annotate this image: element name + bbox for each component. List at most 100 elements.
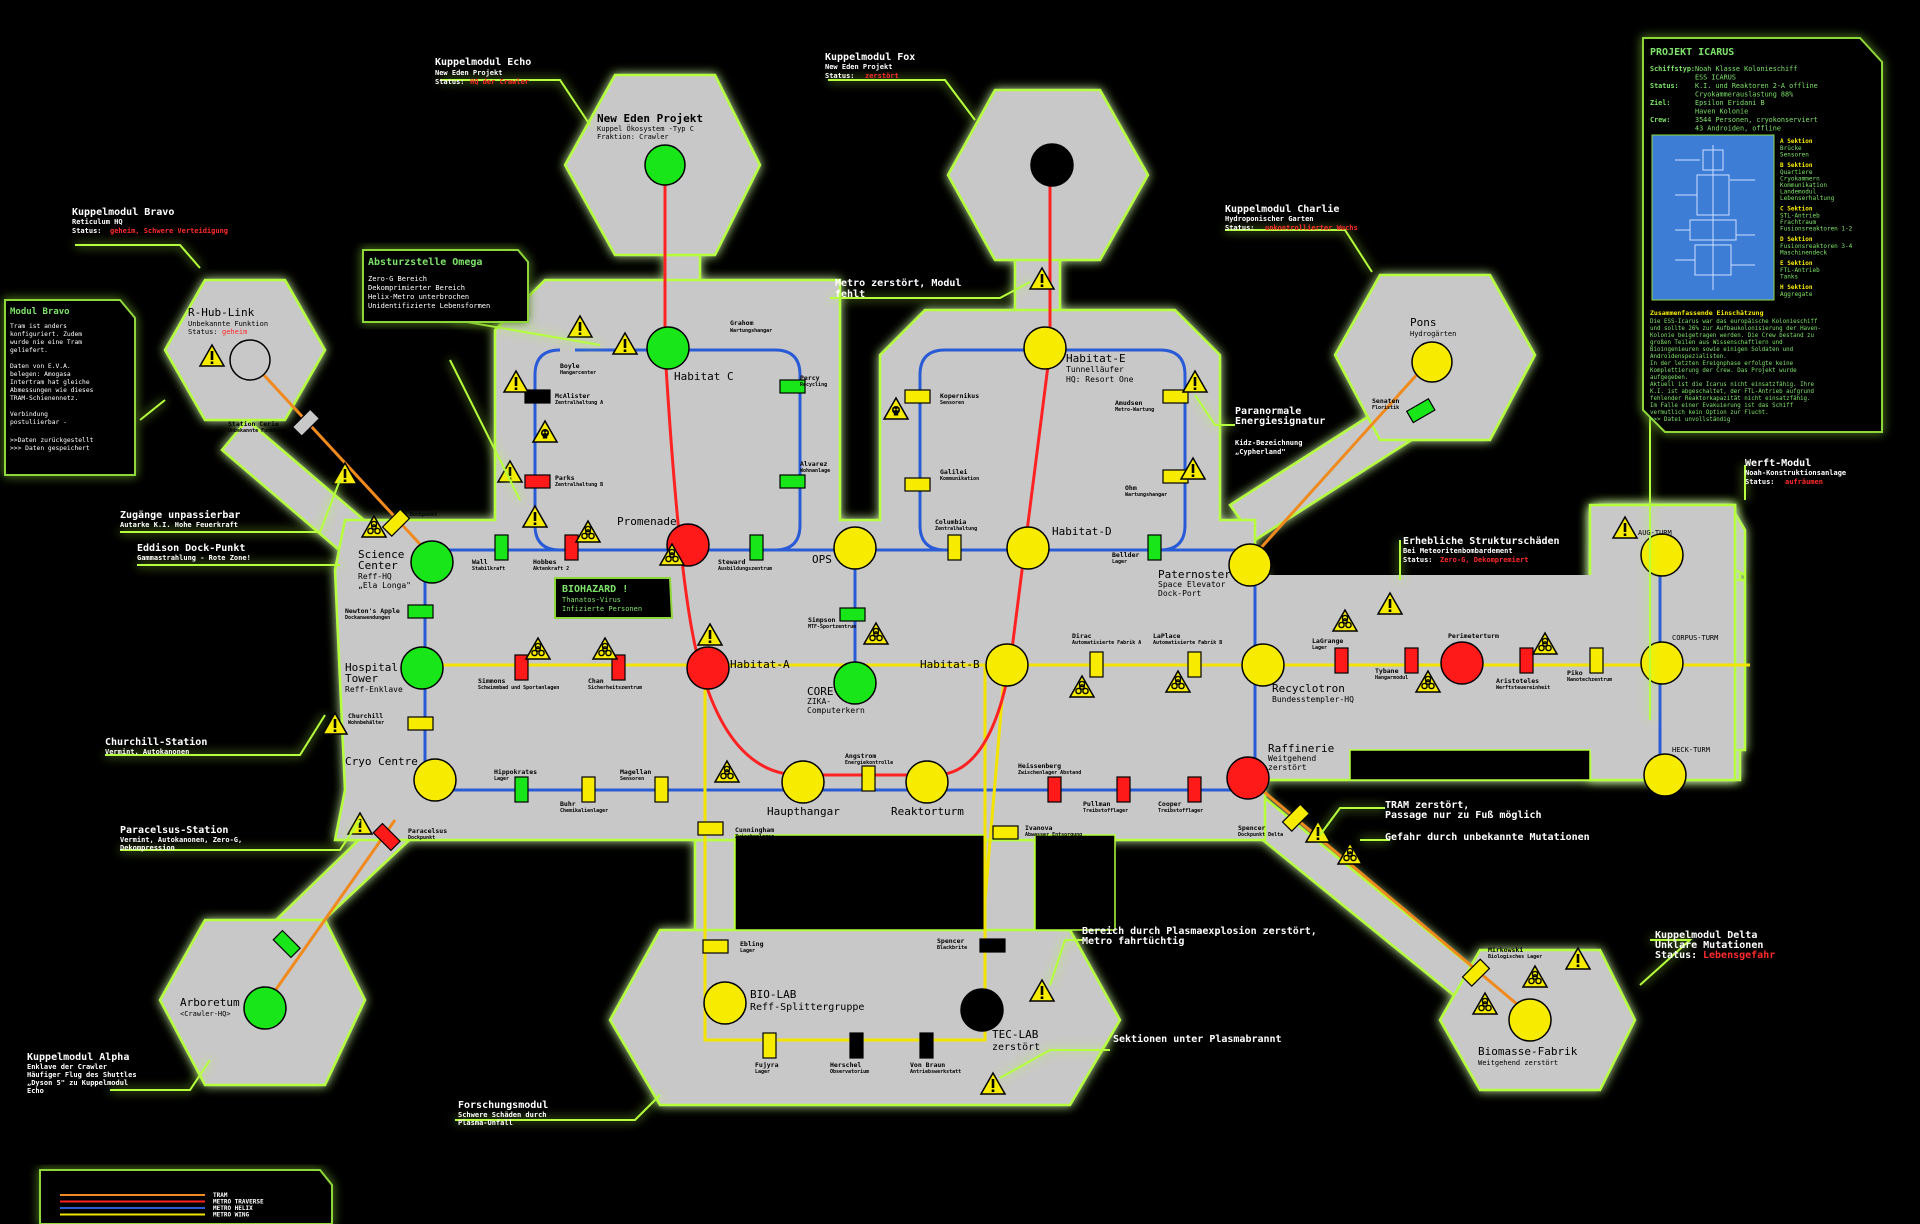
svg-text:Treibstofflager: Treibstofflager xyxy=(1083,808,1128,814)
svg-text:Status:: Status: xyxy=(72,227,102,235)
svg-text:Reticulum HQ: Reticulum HQ xyxy=(72,218,123,226)
callout-struktur-title: Erhebliche Strukturschäden xyxy=(1403,535,1560,547)
panel-omega: Absturzstelle Omega Zero-G Bereich Dekom… xyxy=(362,249,529,323)
dome-echo-title: New Eden Projekt xyxy=(597,112,703,125)
svg-text:Piko: Piko xyxy=(1567,669,1583,677)
label-science: Science xyxy=(358,548,404,561)
svg-text:Vermint, Autokanonen: Vermint, Autokanonen xyxy=(105,748,189,756)
svg-text:Dirac: Dirac xyxy=(1072,632,1092,640)
svg-text:Senaten: Senaten xyxy=(1372,397,1399,405)
svg-text:Tybane: Tybane xyxy=(1375,667,1399,675)
svg-text:MTF-Sportzentrum: MTF-Sportzentrum xyxy=(808,624,856,630)
icarus-section-name: C Sektion xyxy=(1780,206,1813,213)
svg-text:Aristoteles: Aristoteles xyxy=(1496,677,1539,685)
svg-text:Wartungshangar: Wartungshangar xyxy=(730,328,772,334)
callout-gefahr: Gefahr durch unbekannte Mutationen xyxy=(1385,831,1590,843)
svg-text:Zentralhaltung B: Zentralhaltung B xyxy=(555,482,603,488)
icarus-row-value: Noah Klasse Kolonieschiff xyxy=(1695,65,1797,73)
svg-text:Alvarez: Alvarez xyxy=(800,460,827,468)
svg-text:Antriebswerkstatt: Antriebswerkstatt xyxy=(910,1069,961,1075)
svg-text:Station Cerie: Station Cerie xyxy=(228,420,279,428)
svg-text:Heissenberg: Heissenberg xyxy=(1018,762,1061,770)
svg-text:Kopernikus: Kopernikus xyxy=(940,392,979,400)
callout-lines xyxy=(75,79,1746,1121)
svg-text:Schwimmbad und Sportanlagen: Schwimmbad und Sportanlagen xyxy=(478,685,559,691)
svg-text:Perimeterturm: Perimeterturm xyxy=(1448,632,1499,640)
icarus-summary-line: Bioingenieuren sowie einigen Soldaten un… xyxy=(1650,347,1793,353)
svg-text:„Ela Longa": „Ela Longa" xyxy=(358,581,411,590)
svg-text:Mirkowski: Mirkowski xyxy=(1488,946,1523,954)
callout-forschung-title: Forschungsmodul xyxy=(458,1100,548,1111)
svg-text:LaGrange: LaGrange xyxy=(1312,637,1343,645)
svg-text:Status:: Status: xyxy=(1655,950,1697,961)
callout-tram: TRAM zerstört, xyxy=(1385,800,1469,811)
panel-icarus: PROJEKT ICARUS Schiffstyp:Noah Klasse Ko… xyxy=(1642,37,1883,433)
svg-text:Passage nur zu Fuß möglich: Passage nur zu Fuß möglich xyxy=(1385,809,1542,821)
icarus-section-desc: Frachtraum xyxy=(1780,219,1817,226)
node-habitat-c xyxy=(646,326,690,370)
svg-text:Biologisches Lager: Biologisches Lager xyxy=(1488,954,1542,960)
svg-text:Status:: Status: xyxy=(435,78,465,86)
callout-zugaenge-title: Zugänge unpassierbar xyxy=(120,509,240,521)
svg-text:Herschel: Herschel xyxy=(830,1061,861,1069)
svg-text:Lager: Lager xyxy=(740,948,755,954)
label-habitat-d: Habitat-D xyxy=(1052,525,1112,538)
svg-text:Cooper: Cooper xyxy=(1158,800,1182,808)
svg-text:Unbekannte Funktion: Unbekannte Funktion xyxy=(228,428,285,434)
hull-cutouts xyxy=(734,749,1591,931)
tram-alpha xyxy=(263,819,397,1006)
svg-text:Von Humboldt: Von Humboldt xyxy=(217,897,264,905)
svg-text:Churchill: Churchill xyxy=(348,712,383,720)
svg-text:Plasma-Unfall: Plasma-Unfall xyxy=(458,1119,513,1127)
svg-text:Hydrogärten: Hydrogärten xyxy=(1410,330,1456,338)
legend-label: METRO TRAVERSE xyxy=(213,1199,264,1206)
icarus-section-desc: Lebenserhaltung xyxy=(1780,195,1835,202)
svg-text:geheim: geheim xyxy=(222,328,247,336)
svg-text:Observatorium: Observatorium xyxy=(830,1069,869,1075)
label-aug-turm: AUG-TURM xyxy=(1638,529,1672,537)
svg-text:Status:: Status: xyxy=(1225,224,1255,232)
svg-text:Percy: Percy xyxy=(800,374,820,382)
svg-text:LaPlace: LaPlace xyxy=(1153,632,1180,640)
icarus-summary-line: K.I. ist abgeschaltet, der FTL-Antrieb a… xyxy=(1650,389,1814,395)
svg-text:Wartungshangar: Wartungshangar xyxy=(217,905,259,911)
svg-text:geheim, Schwere Verteidigung: geheim, Schwere Verteidigung xyxy=(110,227,228,235)
svg-text:Pullman: Pullman xyxy=(1083,800,1110,808)
svg-text:Ausbildungszentrum: Ausbildungszentrum xyxy=(718,566,772,572)
icarus-row-value: Cryokammerauslastung 88% xyxy=(1695,91,1793,99)
svg-text:Amudsen: Amudsen xyxy=(1115,399,1142,407)
svg-text:Schwere Schäden durch: Schwere Schäden durch xyxy=(458,1111,547,1119)
svg-text:Zentralhaltung A: Zentralhaltung A xyxy=(555,400,603,406)
svg-text:Stabilkraft: Stabilkraft xyxy=(472,566,505,572)
svg-text:McAlister: McAlister xyxy=(555,392,590,400)
icarus-summary-line: großen Teilen aus Wissenschaftlern und xyxy=(1650,340,1783,346)
svg-text:Angstrom: Angstrom xyxy=(845,752,876,760)
node-habitat-d xyxy=(1006,526,1050,570)
node-paternoster xyxy=(1228,543,1272,587)
svg-text:Recycling: Recycling xyxy=(800,382,827,388)
svg-text:Simmons: Simmons xyxy=(478,677,505,685)
node-habitat-b xyxy=(985,643,1029,687)
svg-text:Newton's Apple: Newton's Apple xyxy=(345,607,400,615)
svg-text:<Crawler-HQ>: <Crawler-HQ> xyxy=(180,1010,231,1018)
icarus-summary-line: Komplettierung der Crew. Das Projekt wur… xyxy=(1650,368,1797,374)
svg-text:Von Braun: Von Braun xyxy=(910,1061,945,1069)
icarus-row-value: ESS ICARUS xyxy=(1695,74,1736,82)
svg-text:zerstört: zerstört xyxy=(865,72,899,80)
callout-werft-title: Werft-Modul xyxy=(1745,458,1811,469)
svg-text:Energiesignatur: Energiesignatur xyxy=(1235,415,1325,427)
icarus-row-value: K.I. und Reaktoren 2-A offline xyxy=(1695,82,1818,90)
svg-text:Center: Center xyxy=(358,559,398,572)
svg-text:Sicherheitszentrum: Sicherheitszentrum xyxy=(588,685,642,691)
svg-text:Paracelsus: Paracelsus xyxy=(408,827,447,835)
svg-text:geliefert.: geliefert. xyxy=(10,347,48,354)
icarus-section-desc: Brücke xyxy=(1780,145,1802,152)
icarus-summary-line: fehlender Reaktorkapazität nicht einsatz… xyxy=(1650,396,1811,402)
svg-text:Verbindung: Verbindung xyxy=(10,411,48,418)
icarus-section-desc: Maschinendeck xyxy=(1780,250,1827,257)
node-fox xyxy=(1030,143,1074,187)
icarus-section-desc: Landemodul xyxy=(1780,189,1817,196)
legend-label: TRAM xyxy=(213,1192,228,1199)
svg-text:Columbia: Columbia xyxy=(935,518,966,526)
svg-text:Floristik: Floristik xyxy=(1372,405,1399,411)
